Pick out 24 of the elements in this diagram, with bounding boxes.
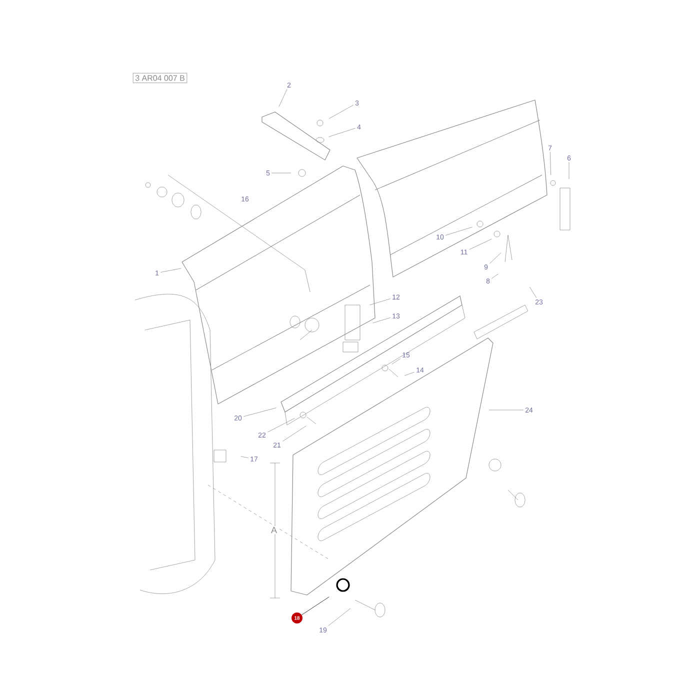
leader-line — [243, 408, 276, 417]
leader-line — [267, 418, 295, 432]
leader-line — [392, 358, 401, 364]
leader-line — [328, 104, 354, 119]
leader-line — [568, 162, 570, 180]
leader-line — [160, 268, 182, 272]
leader-line — [328, 608, 351, 626]
leader-line — [469, 238, 492, 250]
leader-line — [240, 456, 249, 458]
leader-line — [370, 298, 391, 306]
leader-line — [271, 172, 292, 174]
leader-line — [445, 226, 473, 236]
leader-line — [302, 596, 330, 616]
leader-line — [328, 128, 356, 138]
leader-line — [282, 426, 306, 442]
dimension-label: A — [270, 526, 278, 534]
drawing-number-box: 3 AR04 007 B — [132, 72, 188, 84]
leader-line — [530, 286, 537, 298]
leader-line — [550, 152, 551, 176]
leader-line — [489, 252, 502, 264]
leader-line — [372, 317, 391, 324]
leader-line — [404, 372, 415, 376]
leader-line — [491, 274, 498, 279]
leader-line — [278, 88, 288, 107]
